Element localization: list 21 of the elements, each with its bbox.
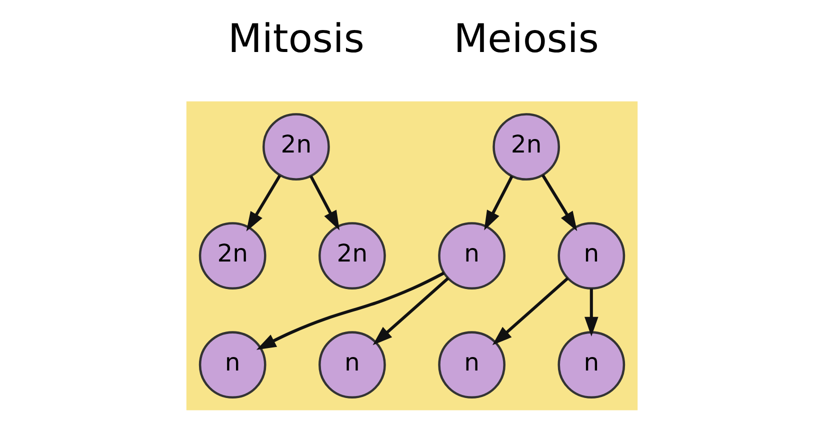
arrow: [372, 277, 449, 346]
node-circle: 2n: [262, 113, 330, 181]
node-circle: n: [438, 331, 505, 399]
arrow: [484, 176, 513, 230]
arrow: [246, 174, 281, 232]
cluster: [186, 101, 638, 410]
node-circle: 2n: [492, 113, 560, 181]
arrow: [540, 174, 577, 232]
arrow: [492, 277, 568, 346]
node-circle: 2n: [318, 222, 386, 290]
label: Meiosis: [453, 16, 598, 62]
label: Mitosis: [228, 16, 364, 62]
node-circle: n: [557, 331, 625, 399]
node-circle: n: [438, 222, 505, 290]
node-circle: 2n: [198, 222, 266, 290]
node-circle: n: [318, 331, 386, 399]
arrow: [584, 288, 598, 337]
node-circle: n: [198, 331, 266, 399]
node-circle: n: [557, 222, 625, 290]
arrow: [256, 272, 444, 350]
arrow: [309, 176, 340, 230]
